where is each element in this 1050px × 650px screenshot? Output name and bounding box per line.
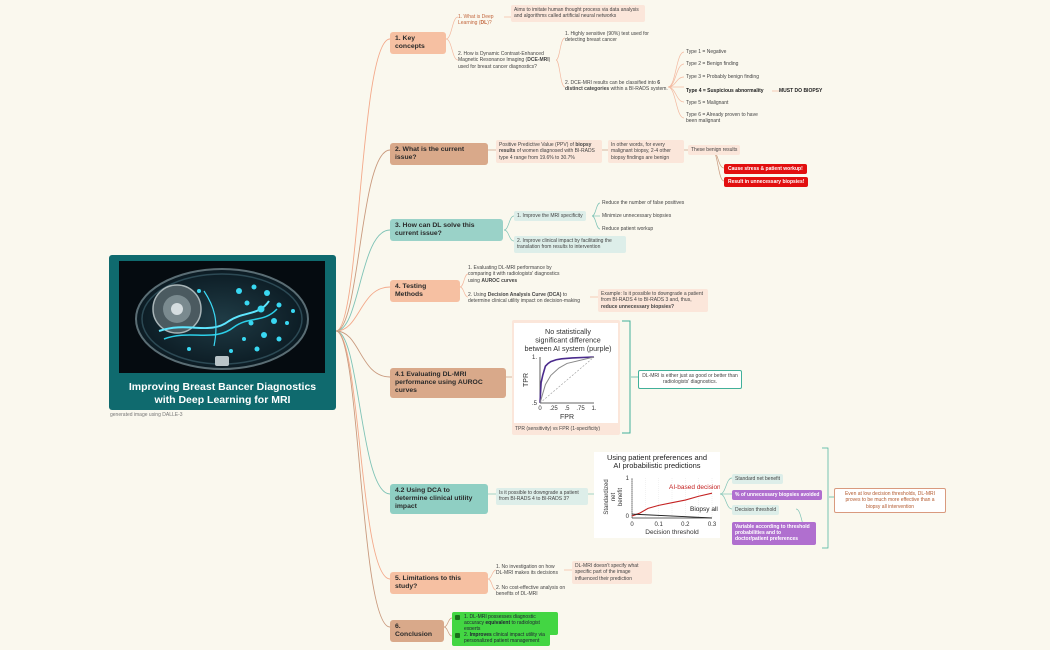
auroc-result: DL-MRI is either just as good or better …	[638, 370, 742, 389]
node-dl-solve[interactable]: 3. How can DL solve this current issue?	[390, 219, 503, 241]
auroc-xtick: .25	[549, 406, 558, 412]
issue-ppv: Positive Predictive Value (PPV) of biops…	[496, 140, 602, 164]
kc-q2-a2: 2. DCE-MRI results can be classified int…	[565, 80, 668, 93]
auroc-xtick: 1.	[591, 406, 596, 412]
auroc-diagonal	[539, 356, 595, 404]
dca-question: Is it possible to downgrade a patient fr…	[496, 488, 588, 505]
type-3: Type 3 = Probably benign finding	[686, 74, 759, 80]
dca-xtick: 0.3	[708, 522, 717, 528]
dca-xlabel: Decision threshold	[645, 529, 699, 536]
node-limitations[interactable]: 5. Limitations to this study?	[390, 572, 488, 594]
conclusion-1-text: 1. DL-MRI possesses diagnostic accuracy …	[464, 614, 540, 632]
dca-annotation-biopsy: Biopsy all	[690, 506, 718, 513]
auroc-series-line	[539, 356, 595, 404]
node-auroc[interactable]: 4.1 Evaluating DL-MRI performance using …	[390, 368, 506, 398]
auroc-xtick: .5	[564, 406, 570, 412]
auroc-xtick: .75	[576, 406, 585, 412]
dca-ytick: 1	[626, 476, 630, 482]
conclusion-2: 2. Improves clinical impact utility via …	[452, 630, 550, 647]
kc-q2-a1: 1. Highly sensitive (90%) test used for …	[565, 31, 649, 44]
check-icon	[455, 615, 460, 620]
auroc-ytick: 1.	[532, 355, 537, 361]
dca-chart: Using patient preferences and AI probabi…	[594, 452, 725, 538]
dca-annotation-ai: AI-based decisions	[669, 484, 720, 491]
lim-2: 2. No cost-effective analysis on benefit…	[496, 585, 566, 598]
solve-1-item-1: Reduce the number of false positives	[602, 200, 685, 206]
node-testing-methods[interactable]: 4. Testing Methods	[390, 280, 460, 302]
central-node[interactable]: Improving Breast Bancer Diagnostics with…	[109, 255, 336, 410]
red-unnecessary: Result in unnecessary biopsies!	[724, 177, 809, 187]
auroc-xlabel: FPR	[560, 414, 574, 421]
dca-variable: Variable according to threshold probabil…	[732, 522, 816, 545]
type-5: Type 5 = Malignant	[686, 100, 729, 106]
solve-1-item-3: Reduce patient workup	[602, 226, 654, 232]
node-conclusion[interactable]: 6. Conclusion	[390, 620, 444, 642]
issue-benign-results: These benign results	[688, 145, 741, 156]
conclusion-1: 1. DL-MRI possesses diagnostic accuracy …	[452, 612, 558, 635]
dca-threshold: Decision threshold	[732, 505, 780, 516]
central-caption: generated image using DALLE-3	[110, 412, 183, 418]
must-biopsy: MUST DO BIOPSY	[779, 88, 823, 94]
check-icon	[455, 633, 460, 638]
central-title: Improving Breast Bancer Diagnostics with…	[128, 381, 317, 406]
dca-xtick: 0.2	[681, 522, 690, 528]
dca-xtick: 0	[630, 522, 634, 528]
dca-result: Even at low decision thresholds, DL-MRI …	[834, 488, 946, 514]
node-key-concepts[interactable]: 1. Key concepts	[390, 32, 446, 54]
auroc-title-2: significant difference	[535, 336, 600, 345]
red-stress: Cause stress & patient workup!	[724, 164, 807, 174]
auroc-chart: No statistically significant difference …	[514, 323, 618, 423]
dca-pct: % of unnecessary biopsies avoided	[732, 490, 823, 501]
type-1: Type 1 = Negative	[686, 49, 727, 55]
auroc-title-1: No statistically	[545, 327, 591, 336]
testing-example: Example: Is it possible to downgrade a p…	[598, 289, 708, 313]
dca-ylabel: net	[611, 492, 617, 501]
dca-title-1: Using patient preferences and	[607, 453, 707, 462]
dca-standard: Standard net benefit	[732, 474, 784, 485]
lim-1: 1. No investigation on how DL-MRI makes …	[496, 564, 558, 577]
solve-1: 1. Improve the MRI specificity	[514, 211, 586, 222]
kc-q2: 2. How is Dynamic Contrast-Enhanced Magn…	[458, 51, 551, 70]
auroc-series-line	[539, 356, 595, 404]
type-2: Type 2 = Benign finding	[686, 61, 739, 67]
auroc-ytick: .5	[532, 401, 538, 407]
dca-ylabel: Standardized	[604, 479, 610, 514]
dca-series-line	[631, 513, 713, 519]
solve-1-item-2: Minimize unnecessary biopsies	[602, 213, 672, 219]
kc-q1: 1. What is Deep Learning (DL)?	[458, 14, 494, 27]
solve-2: 2. Improve clinical impact by facilitati…	[514, 236, 626, 253]
testing-2: 2. Using Decision Analysis Curve (DCA) t…	[468, 292, 580, 305]
dca-svg: Using patient preferences and AI probabi…	[604, 453, 725, 536]
auroc-svg: No statistically significant difference …	[523, 327, 612, 421]
auroc-xtick: 0	[538, 406, 542, 412]
mri-illustration	[119, 261, 325, 373]
node-dca[interactable]: 4.2 Using DCA to determine clinical util…	[390, 484, 488, 514]
conclusion-2-text: 2. Improves clinical impact utility via …	[464, 632, 545, 645]
kc-q1-answer: Aims to imitate human thought process vi…	[511, 5, 645, 22]
dca-ytick: 0	[626, 514, 630, 520]
auroc-title-3: between AI system (purple)	[524, 344, 611, 353]
dca-ylabel: benefit	[618, 488, 624, 506]
dca-title-2: AI probabilistic predictions	[613, 461, 700, 470]
type-4: Type 4 = Suspicious abnormality	[686, 88, 764, 94]
type-6: Type 6 = Already proven to have been mal…	[686, 112, 758, 125]
testing-1: 1. Evaluating DL-MRI performance by comp…	[468, 265, 560, 284]
auroc-caption: TPR (sensitivity) vs FPR (1-specificity)	[515, 426, 601, 432]
dca-series-line	[631, 492, 713, 517]
lim-1-detail: DL-MRI doesn't specify what specific par…	[572, 561, 652, 585]
auroc-ylabel: TPR	[523, 373, 530, 387]
issue-other-words: In other words, for every malignant biop…	[608, 140, 684, 164]
node-current-issue[interactable]: 2. What is the current issue?	[390, 143, 488, 165]
dca-xtick: 0.1	[654, 522, 663, 528]
